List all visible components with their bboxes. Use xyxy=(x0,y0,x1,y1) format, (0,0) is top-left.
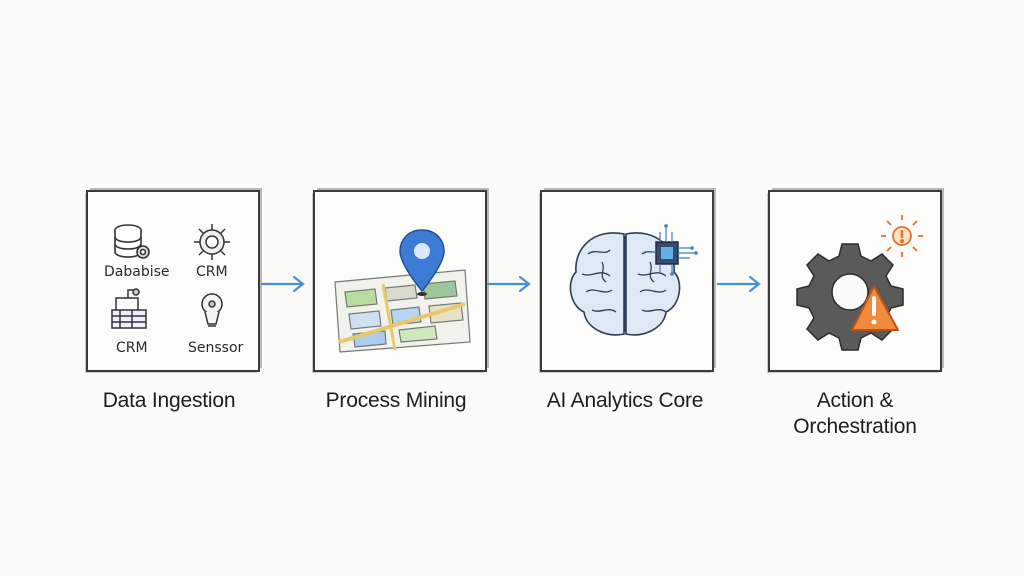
ai-analytics-box xyxy=(540,190,714,372)
source-label: Dababise xyxy=(104,264,170,280)
crane-icon xyxy=(111,288,147,329)
stage-label-line: Orchestration xyxy=(793,415,917,438)
brain-chip-icon xyxy=(569,224,698,336)
flow-arrow-icon xyxy=(260,275,305,293)
gear-cog-icon xyxy=(194,224,230,260)
stage-label-line: Action & xyxy=(816,389,894,412)
source-label: CRM xyxy=(196,264,228,280)
map-pin-icon xyxy=(334,229,471,353)
stage-label-data-ingestion: Data Ingestion xyxy=(102,389,236,412)
process-mining-box xyxy=(313,190,487,372)
data-ingestion-box: Dababise CRM CRM Senssor xyxy=(86,190,260,372)
flow-arrow-icon xyxy=(486,275,531,293)
source-label: Senssor xyxy=(188,340,244,356)
stage-label-ai-analytics-core: AI Analytics Core xyxy=(546,389,704,412)
stage-label-action-orchestration: Action & Orchestration xyxy=(755,388,955,440)
flow-arrow-icon xyxy=(716,275,761,293)
data-sources-icon xyxy=(111,224,230,329)
action-orchestration-box xyxy=(768,190,942,372)
source-label: CRM xyxy=(116,340,148,356)
gear-warning-icon xyxy=(796,215,923,351)
bulb-sensor-icon xyxy=(201,293,223,327)
stage-label-process-mining: Process Mining xyxy=(325,389,467,412)
database-icon xyxy=(114,224,150,259)
